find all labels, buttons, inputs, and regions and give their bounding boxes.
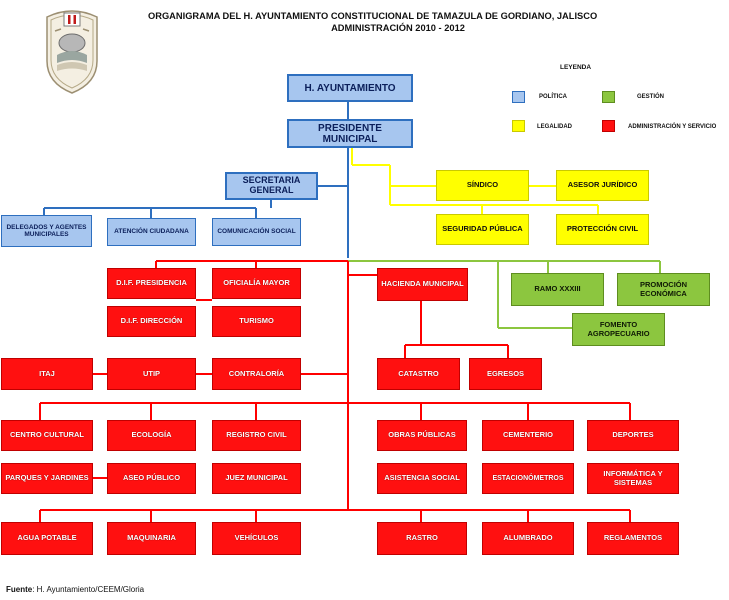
yellow-connectors	[351, 148, 599, 214]
node-promocion-economica: PROMOCIÓN ECONÓMICA	[617, 273, 710, 306]
node-vehiculos: VEHÍCULOS	[212, 522, 301, 555]
chart-subtitle: ADMINISTRACIÓN 2010 - 2012	[331, 23, 465, 33]
node-atencion-ciudadana: ATENCIÓN CIUDADANA	[107, 218, 196, 246]
node-juez-municipal: JUEZ MUNICIPAL	[212, 463, 301, 494]
municipal-coat-of-arms-logo	[46, 10, 98, 94]
legend-title: LEYENDA	[560, 64, 592, 71]
source-text: : H. Ayuntamiento/CEEM/Gloria	[32, 585, 145, 594]
node-comunicacion-social: COMUNICACIÓN SOCIAL	[212, 218, 301, 246]
node-sindico: SÍNDICO	[436, 170, 529, 201]
node-informatica-sistemas: INFORMÁTICA Y SISTEMAS	[587, 463, 679, 494]
node-registro-civil: REGISTRO CIVIL	[212, 420, 301, 451]
chart-title: ORGANIGRAMA DEL H. AYUNTAMIENTO CONSTITU…	[148, 11, 598, 21]
node-h-ayuntamiento: H. AYUNTAMIENTO	[287, 74, 413, 102]
source-label: Fuente	[6, 585, 33, 594]
node-itaj: ITAJ	[1, 358, 93, 390]
node-asistencia-social: ASISTENCIA SOCIAL	[377, 463, 467, 494]
red-connectors	[39, 260, 631, 522]
node-alumbrado: ALUMBRADO	[482, 522, 574, 555]
node-presidente-municipal: PRESIDENTE MUNICIPAL	[287, 119, 413, 148]
node-oficialia-mayor: OFICIALÍA MAYOR	[212, 268, 301, 299]
node-catastro: CATASTRO	[377, 358, 460, 390]
node-aseo-publico: ASEO PÚBLICO	[107, 463, 196, 494]
source-note: Fuente: H. Ayuntamiento/CEEM/Gloria	[6, 585, 144, 594]
node-agua-potable: AGUA POTABLE	[1, 522, 93, 555]
node-maquinaria: MAQUINARIA	[107, 522, 196, 555]
node-deportes: DEPORTES	[587, 420, 679, 451]
node-secretaria-general: SECRETARIA GENERAL	[225, 172, 318, 200]
node-dif-direccion: D.I.F. DIRECCIÓN	[107, 306, 196, 337]
node-ramo-xxxiii: RAMO XXXIII	[511, 273, 604, 306]
node-obras-publicas: OBRAS PÚBLICAS	[377, 420, 467, 451]
node-seguridad-publica: SEGURIDAD PÚBLICA	[436, 214, 529, 245]
node-ecologia: ECOLOGÍA	[107, 420, 196, 451]
node-dif-presidencia: D.I.F. PRESIDENCIA	[107, 268, 196, 299]
node-rastro: RASTRO	[377, 522, 467, 555]
node-estacionometros: ESTACIONÓMETROS	[482, 463, 574, 494]
legend-label-politica: POLÍTICA	[539, 94, 567, 100]
legend-swatch-administracion	[602, 120, 615, 132]
legend-label-gestion: GESTIÓN	[637, 94, 665, 100]
legend-swatch-gestion	[602, 91, 615, 103]
node-reglamentos: REGLAMENTOS	[587, 522, 679, 555]
node-contraloria: CONTRALORÍA	[212, 358, 301, 390]
green-connectors	[348, 260, 661, 329]
blue-connectors	[43, 102, 349, 258]
node-parques-jardines: PARQUES Y JARDINES	[1, 463, 93, 494]
node-delegados-agentes: DELEGADOS Y AGENTES MUNICIPALES	[1, 215, 92, 247]
node-utip: UTIP	[107, 358, 196, 390]
node-cementerio: CEMENTERIO	[482, 420, 574, 451]
node-proteccion-civil: PROTECCIÓN CIVIL	[556, 214, 649, 245]
node-hacienda-municipal: HACIENDA MUNICIPAL	[377, 268, 468, 301]
node-fomento-agropecuario: FOMENTO AGROPECUARIO	[572, 313, 665, 346]
legend-swatch-politica	[512, 91, 525, 103]
node-turismo: TURISMO	[212, 306, 301, 337]
legend-label-legalidad: LEGALIDAD	[537, 124, 572, 130]
node-egresos: EGRESOS	[469, 358, 542, 390]
legend-label-administracion: ADMINISTRACIÓN Y SERVICIO	[628, 124, 717, 130]
node-asesor-juridico: ASESOR JURÍDICO	[556, 170, 649, 201]
legend-swatch-legalidad	[512, 120, 525, 132]
node-centro-cultural: CENTRO CULTURAL	[1, 420, 93, 451]
